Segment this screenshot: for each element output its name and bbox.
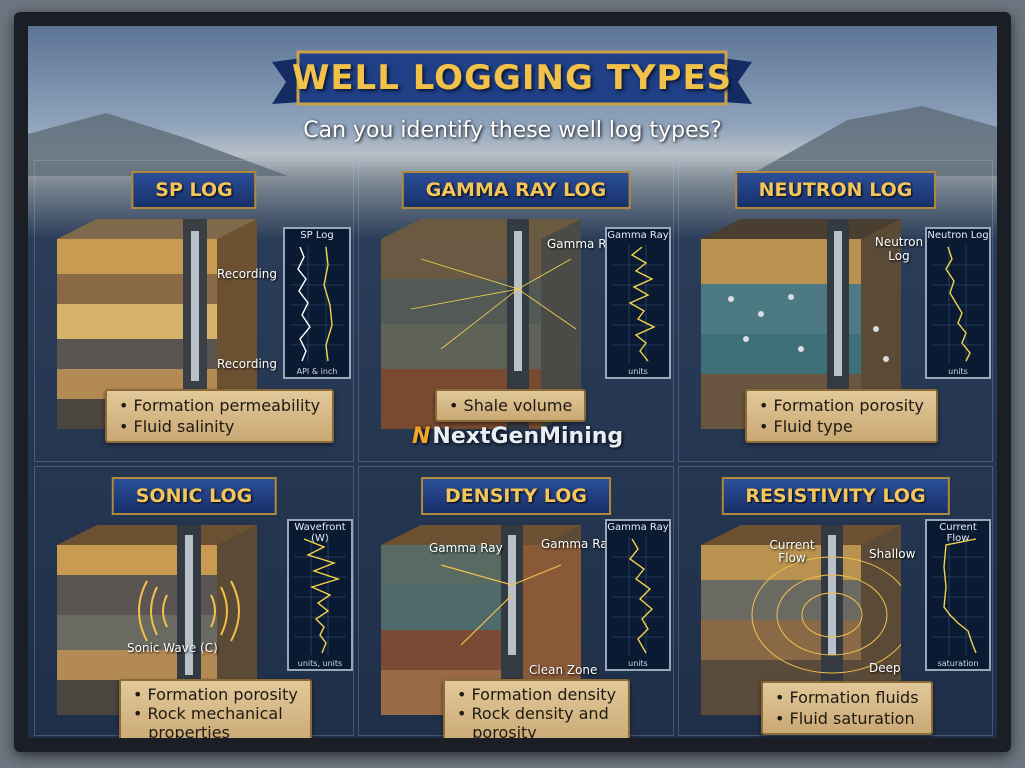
chart-label: Current Flow — [939, 522, 977, 544]
callout-shallow: Shallow — [869, 547, 916, 561]
callout-clean-zone: Clean Zone — [529, 663, 598, 677]
callout-sonic-wave: Sonic Wave (C) — [127, 641, 218, 655]
callout-current-flow: Current Flow — [769, 538, 815, 565]
formation-block — [701, 525, 901, 715]
panel-title: GAMMA RAY LOG — [401, 171, 631, 209]
callout-gamma-ray-right: Gamma Ray — [541, 537, 615, 551]
page-title: WELL LOGGING TYPES — [291, 58, 733, 98]
title-banner: WELL LOGGING TYPES — [272, 48, 752, 108]
bullet-item: • Fluid type — [759, 417, 853, 436]
bullet-item: • Rock density and — [457, 704, 609, 723]
bullet-item: • Formation porosity — [133, 685, 298, 704]
page-subtitle: Can you identify these well log types? — [303, 118, 722, 143]
bullets-box: • Formation fluids • Fluid saturation — [761, 681, 933, 735]
panel-title: RESISTIVITY LOG — [721, 477, 950, 515]
chart-unit: units — [628, 367, 648, 376]
chart-unit: units, units — [297, 659, 343, 668]
panel-title: SP LOG — [131, 171, 257, 209]
panel-title: SONIC LOG — [111, 477, 277, 515]
bullets-box: • Formation density • Rock density and p… — [443, 679, 631, 738]
trace-sonic — [303, 538, 341, 654]
formation-block — [701, 219, 901, 429]
trace-gamma — [628, 246, 656, 362]
chart-gamma-ray: Gamma Ray units — [605, 227, 671, 379]
chart-sp-log: SP Log API & inch — [283, 227, 351, 379]
trace-neutron — [945, 246, 971, 362]
bullets-box: • Shale volume — [435, 389, 587, 422]
callout-recording-bottom: Recording — [217, 357, 278, 371]
callout-gamma-ray-left: Gamma Ray — [429, 541, 503, 555]
panel-resistivity-log: RESISTIVITY LOG Current Flow Shallow Dee… — [678, 466, 993, 736]
chart-resistivity-log: Current Flow saturation — [925, 519, 991, 671]
bullets-box: • Formation porosity • Fluid type — [745, 389, 938, 443]
bullet-item: properties — [148, 723, 230, 738]
chart-label: Wavefront (W) — [294, 522, 346, 544]
panel-density-log: DENSITY LOG Gamma Ray Gamma Ray Clean Zo… — [358, 466, 674, 738]
chart-unit: units — [628, 659, 648, 668]
bullet-item: • Rock mechanical — [133, 704, 283, 723]
chart-label: SP Log — [300, 230, 334, 241]
chart-unit: API & inch — [296, 367, 338, 376]
trace-density — [628, 538, 654, 654]
chart-label: Gamma Ray — [607, 522, 669, 533]
bullets-box: • Formation porosity • Rock mechanical p… — [119, 679, 312, 738]
bullet-item: • Formation porosity — [759, 396, 924, 415]
chart-label: Gamma Ray — [607, 230, 669, 241]
callout-gamma-ray: Gamma Ray — [547, 237, 621, 251]
panel-neutron-log: NEUTRON LOG Neutron Log Neutron Log unit… — [678, 160, 993, 462]
chart-unit: saturation — [937, 659, 979, 668]
bullet-item: • Fluid saturation — [775, 709, 915, 728]
bullet-item: • Fluid salinity — [119, 417, 235, 436]
bullets-box: • Formation permeability • Fluid salinit… — [105, 389, 335, 443]
callout-deep: Deep — [869, 661, 901, 675]
brand-logo: NNextGenMining — [412, 424, 624, 449]
infographic: WELL LOGGING TYPES Can you identify thes… — [28, 26, 997, 738]
panel-sonic-log: SONIC LOG Sonic Wave (C) Wavefront (W) u… — [34, 466, 354, 738]
panel-sp-log: SP LOG Recording Recording SP Log API & … — [34, 160, 354, 462]
chart-neutron-log: Neutron Log units — [925, 227, 991, 379]
trace-res — [323, 246, 333, 362]
callout-recording-top: Recording — [217, 267, 278, 281]
panel-title: DENSITY LOG — [421, 477, 611, 515]
callout-neutron-log: Neutron Log — [874, 235, 924, 263]
chart-unit: units — [948, 367, 968, 376]
trace-sp — [297, 246, 311, 362]
chart-sonic-log: Wavefront (W) units, units — [287, 519, 353, 671]
formation-block — [381, 525, 581, 715]
bullet-item: • Shale volume — [449, 396, 573, 415]
chart-density-log: Gamma Ray units — [605, 519, 671, 671]
trace-resistivity — [943, 538, 977, 654]
monitor-frame: WELL LOGGING TYPES Can you identify thes… — [14, 12, 1011, 752]
bullet-item: porosity — [472, 723, 537, 738]
bullet-item: • Formation permeability — [119, 396, 321, 415]
bullet-item: • Formation fluids — [775, 688, 919, 707]
chart-label: Neutron Log — [927, 230, 989, 241]
panel-title: NEUTRON LOG — [734, 171, 937, 209]
formation-block — [381, 219, 581, 429]
panel-gamma-ray-log: GAMMA RAY LOG Gamma Ray Gamma Ray units … — [358, 160, 674, 462]
bullet-item: • Formation density — [457, 685, 617, 704]
